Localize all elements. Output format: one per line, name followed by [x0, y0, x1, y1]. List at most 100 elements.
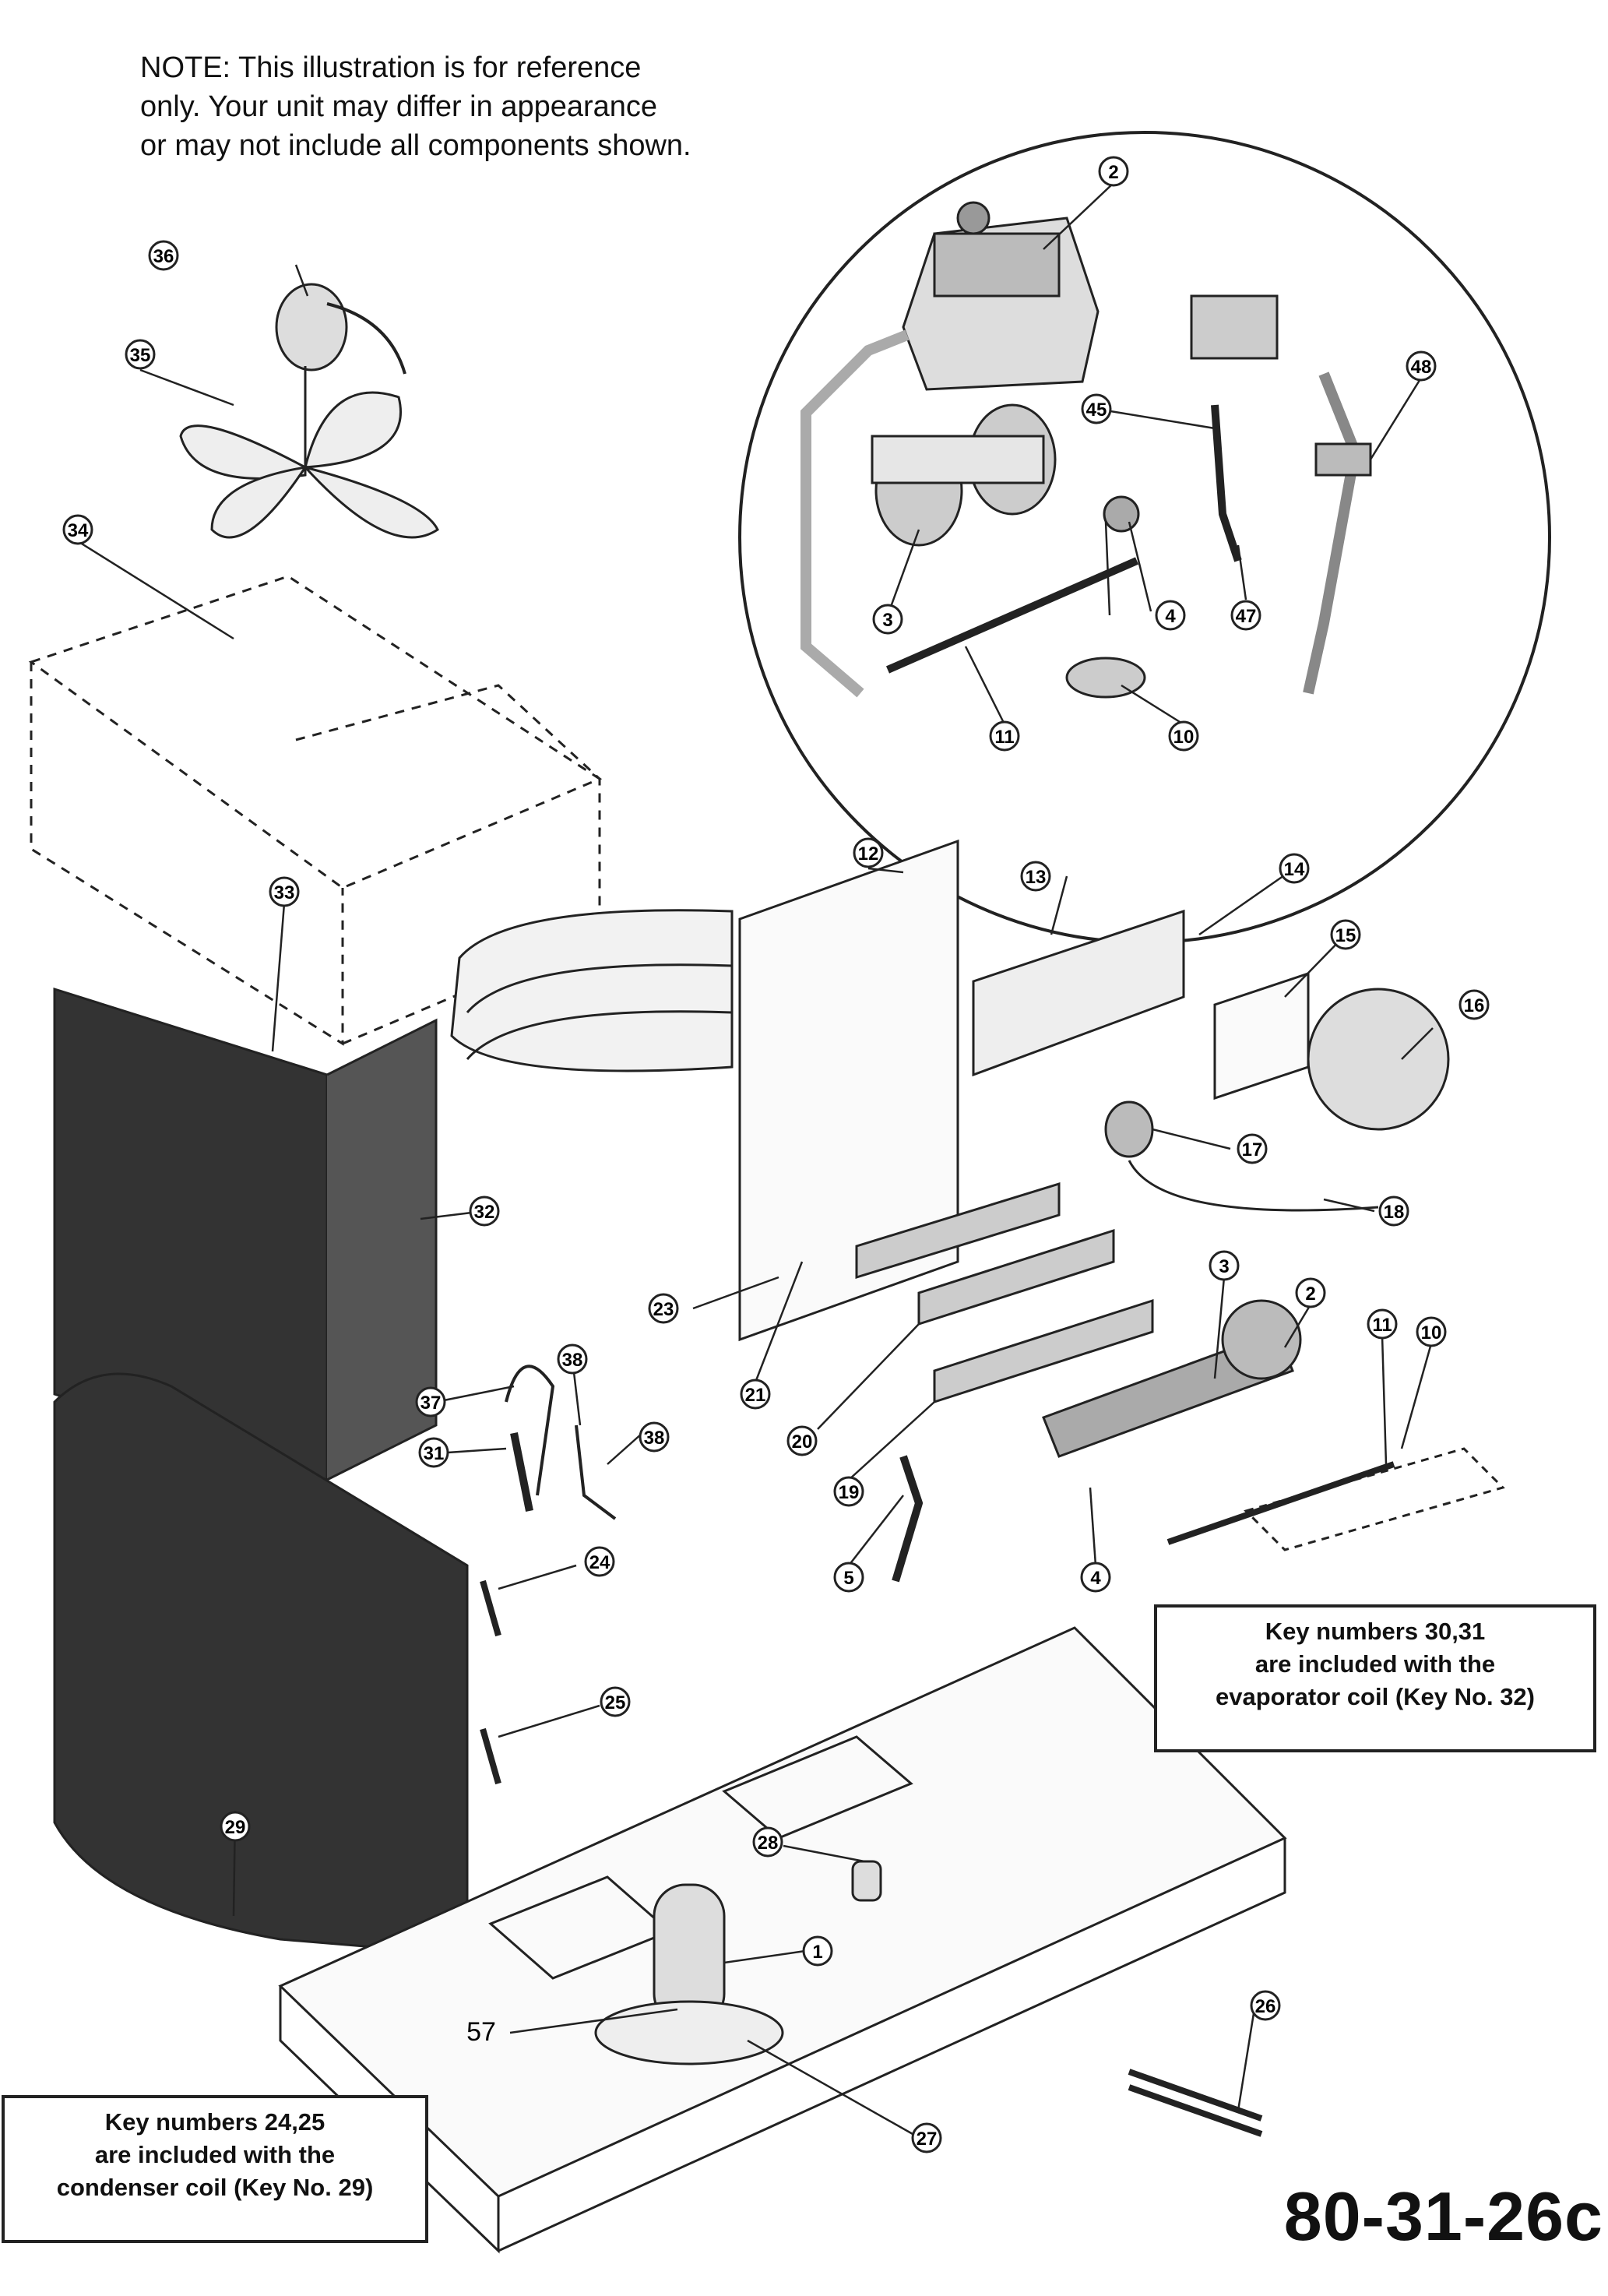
evaporator-coil — [53, 987, 438, 1482]
callout-3: 3 — [1209, 1250, 1240, 1281]
svg-text:10: 10 — [1421, 1322, 1442, 1343]
callout-45: 45 — [1081, 393, 1112, 424]
svg-text:19: 19 — [839, 1482, 860, 1503]
callout-30: 31 — [418, 1437, 449, 1468]
svg-text:29: 29 — [225, 1817, 246, 1838]
evaporator-note-line-2: are included with the — [1254, 1650, 1496, 1678]
burner-pair-inset — [871, 403, 1057, 547]
evaporator-note-line-3: evaporator coil (Key No. 32) — [1215, 1683, 1535, 1710]
svg-text:45: 45 — [1086, 400, 1107, 421]
diagram-number: 80-31-26c — [1283, 2178, 1603, 2255]
callout-2-lower: 2 — [1295, 1277, 1326, 1308]
evaporator-key-note: Key numbers 30,31 are included with the … — [1154, 1604, 1596, 1752]
svg-text:3: 3 — [1219, 1256, 1229, 1277]
callout-3-inset: 3 — [872, 604, 903, 635]
compressor — [594, 1883, 784, 2065]
svg-text:17: 17 — [1242, 1139, 1263, 1160]
callout-13: 13 — [1020, 861, 1051, 892]
callout-24: 24 — [584, 1546, 615, 1577]
svg-text:12: 12 — [858, 843, 879, 865]
callout-35: 36 — [148, 240, 179, 271]
svg-text:27: 27 — [917, 2129, 938, 2150]
reference-note: NOTE: This illustration is for reference… — [140, 48, 810, 165]
callout-33: 34 — [62, 514, 93, 545]
condenser-key-note: Key numbers 24,25 are included with the … — [2, 2095, 428, 2243]
callout-21: 21 — [740, 1379, 771, 1410]
condenser-note-line-3: condenser coil (Key No. 29) — [56, 2174, 374, 2201]
callout-1: 1 — [802, 1935, 833, 1967]
callout-14: 14 — [1279, 853, 1310, 884]
svg-text:57: 57 — [466, 2017, 496, 2047]
callout-47: 47 — [1230, 600, 1261, 631]
callout-27: 27 — [911, 2122, 942, 2153]
svg-text:26: 26 — [1255, 1996, 1276, 2017]
callout-17: 17 — [1237, 1133, 1268, 1164]
fan-assembly — [179, 283, 439, 539]
svg-text:3: 3 — [882, 610, 892, 631]
callout-57: 57 — [466, 2017, 496, 2047]
note-line-3: or may not include all components shown. — [140, 129, 691, 162]
svg-text:37: 37 — [420, 1393, 442, 1414]
svg-text:11: 11 — [1372, 1315, 1392, 1336]
svg-text:35: 35 — [130, 345, 151, 366]
callout-18: 18 — [1378, 1196, 1409, 1227]
svg-text:23: 23 — [653, 1299, 674, 1320]
svg-text:24: 24 — [589, 1552, 610, 1573]
callout-32: 33 — [269, 876, 300, 907]
callouts: 2 48 45 3 4 47 11 10 36 35 34 33 12 13 1… — [62, 156, 1490, 2153]
callout-12: 12 — [853, 837, 884, 868]
svg-text:16: 16 — [1464, 995, 1485, 1016]
callout-11-inset: 11 — [989, 720, 1020, 752]
svg-text:20: 20 — [792, 1431, 813, 1453]
svg-text:4: 4 — [1165, 606, 1176, 627]
heat-exchanger — [450, 839, 959, 1342]
gas-valve-inset — [800, 201, 1100, 698]
callout-10: 10 — [1416, 1316, 1447, 1347]
condenser-coil — [53, 1372, 469, 1956]
svg-text:4: 4 — [1090, 1568, 1101, 1589]
svg-text:10: 10 — [1173, 727, 1195, 748]
svg-text:31: 31 — [424, 1443, 445, 1464]
callout-38: 38 — [557, 1343, 588, 1375]
callout-10-inset: 10 — [1168, 720, 1199, 752]
svg-text:1: 1 — [812, 1942, 822, 1963]
condenser-note-line-1: Key numbers 24,25 — [104, 2108, 325, 2136]
callout-5: 5 — [833, 1562, 864, 1593]
svg-text:38: 38 — [562, 1350, 583, 1371]
ignitor-inset — [1190, 294, 1372, 695]
svg-text:21: 21 — [745, 1385, 766, 1406]
svg-text:36: 36 — [153, 246, 174, 267]
callout-20: 20 — [786, 1425, 818, 1456]
svg-text:11: 11 — [994, 727, 1014, 748]
svg-text:38: 38 — [644, 1428, 665, 1449]
callout-48: 48 — [1406, 350, 1437, 382]
svg-text:48: 48 — [1411, 357, 1432, 378]
callout-23: 23 — [648, 1293, 679, 1324]
svg-text:2: 2 — [1305, 1284, 1315, 1305]
svg-text:47: 47 — [1236, 606, 1257, 627]
callout-16: 16 — [1458, 989, 1490, 1020]
callout-25: 25 — [600, 1686, 631, 1717]
svg-text:13: 13 — [1026, 867, 1047, 888]
svg-text:25: 25 — [605, 1692, 626, 1713]
callout-31: 32 — [469, 1196, 500, 1227]
note-line-2: only. Your unit may differ in appearance — [140, 90, 658, 123]
callout-29: 29 — [220, 1811, 251, 1842]
svg-text:2: 2 — [1108, 162, 1118, 183]
inset-circle — [738, 131, 1551, 944]
svg-text:34: 34 — [68, 520, 89, 541]
callout-28: 28 — [752, 1826, 783, 1858]
callout-26: 26 — [1250, 1990, 1281, 2021]
callout-37: 38 — [639, 1421, 670, 1453]
callout-4-inset: 4 — [1155, 600, 1186, 631]
svg-text:33: 33 — [274, 882, 295, 903]
callout-11: 11 — [1367, 1308, 1398, 1340]
callout-34: 35 — [125, 339, 156, 370]
svg-text:28: 28 — [758, 1833, 779, 1854]
leader-lines — [77, 182, 1434, 2136]
callout-19: 19 — [833, 1476, 864, 1507]
base-pan — [278, 1626, 1287, 2254]
callout-36: 37 — [415, 1386, 446, 1417]
svg-text:5: 5 — [843, 1568, 853, 1589]
svg-text:32: 32 — [474, 1202, 495, 1223]
